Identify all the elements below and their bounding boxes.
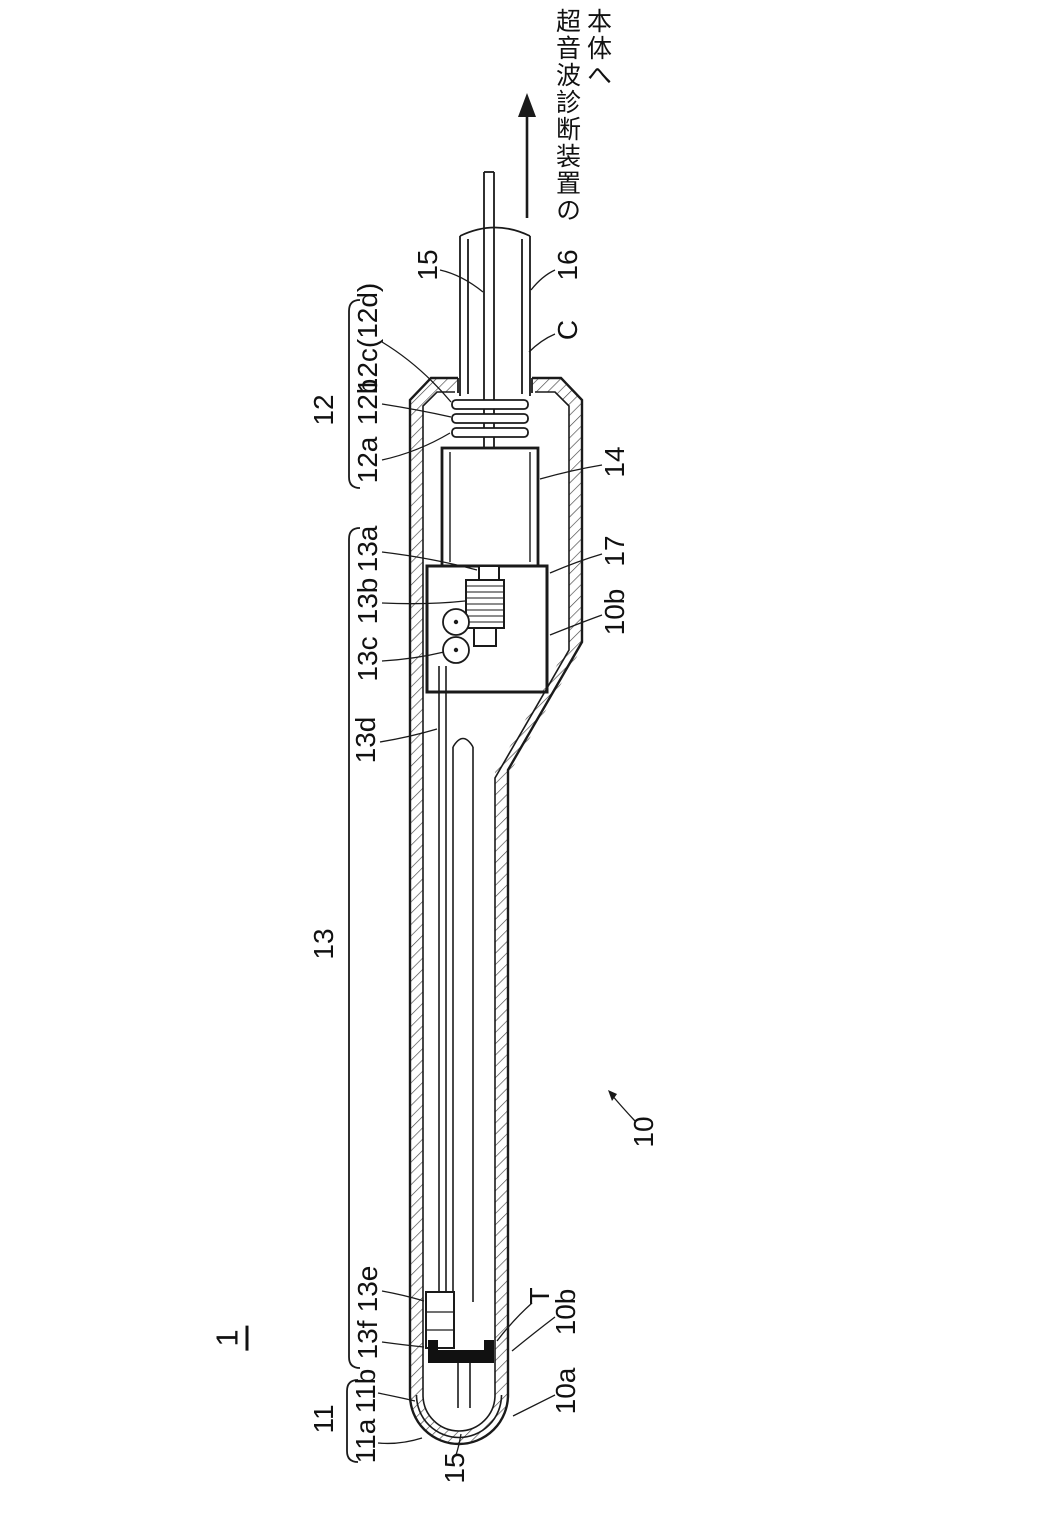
ref-label-13b: 13b: [352, 577, 383, 625]
ref-label-16: 16: [552, 249, 583, 281]
housing-outline: [408, 376, 584, 1446]
ref-label-10a: 10a: [550, 1367, 581, 1415]
motor: [440, 446, 540, 568]
ref-label-10b-upper: 10b: [599, 588, 630, 636]
ref-label-10b-lower: 10b: [550, 1288, 581, 1336]
figure-number: 1: [210, 1325, 249, 1351]
ref-label-17: 17: [599, 535, 630, 567]
annotation-text-line2: 本体へ: [583, 8, 612, 89]
ref-label-11a: 11a: [350, 1418, 381, 1464]
reference-brackets: [346, 299, 361, 1463]
ref-label-14: 14: [599, 446, 630, 478]
to-main-body-arrow: [518, 93, 536, 218]
ref-label-13f: 13f: [352, 1320, 383, 1360]
group-label-12: 12: [308, 394, 339, 426]
group-label-13: 13: [308, 928, 339, 960]
ref-label-13a: 13a: [352, 525, 383, 573]
transducer-assembly: [425, 1291, 494, 1408]
ref-label-c: C: [552, 319, 583, 341]
slip-ring-stack: [451, 399, 529, 438]
ref-label-12c-12d: 12c(12d): [352, 282, 383, 394]
ref-label-13e: 13e: [352, 1265, 383, 1313]
leader-lines: [377, 269, 636, 1456]
ref-label-13c: 13c: [352, 636, 383, 682]
drive-shaft-and-tube: [438, 666, 474, 1342]
ref-label-12b: 12b: [352, 378, 383, 426]
ref-label-12a: 12a: [352, 436, 383, 484]
ref-10-arrowhead: [608, 1090, 617, 1101]
ref-label-13d: 13d: [350, 716, 381, 764]
ref-label-15-cable: 15: [412, 249, 443, 281]
ref-label-11b: 11b: [350, 1368, 381, 1414]
ref-label-15-tip: 15: [439, 1452, 470, 1484]
group-label-11: 11: [308, 1404, 339, 1434]
gear-frame: [425, 564, 549, 694]
ref-label-10: 10: [628, 1116, 659, 1148]
annotation-text-line1: 超音波診断装置の: [552, 8, 581, 224]
